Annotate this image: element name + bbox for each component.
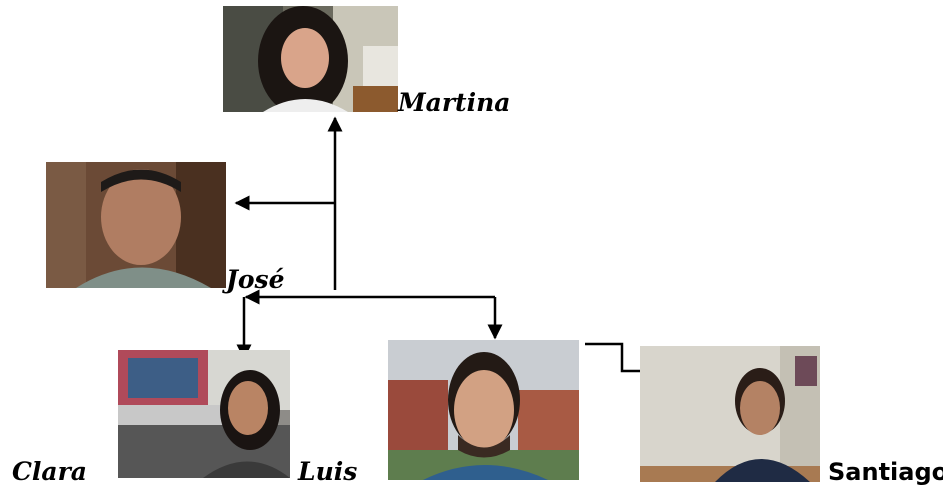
luis-photo [388,340,579,480]
jose-photo [46,162,226,288]
santiago-photo [640,346,820,482]
girl-portrait-icon [118,350,290,478]
luis-name: Luis [298,457,358,486]
santiago-name: Santiago [828,458,943,486]
boy-portrait-icon [640,346,820,482]
clara-name: Clara [12,457,87,486]
jose-name: José [226,265,285,294]
young-man-portrait-icon [388,340,579,480]
man-portrait-icon [46,162,226,288]
martina-name: Martina [398,88,511,117]
arrow-to-santiago [585,342,659,379]
woman-portrait-icon [223,6,398,112]
clara-photo [118,350,290,478]
martina-photo [223,6,398,112]
